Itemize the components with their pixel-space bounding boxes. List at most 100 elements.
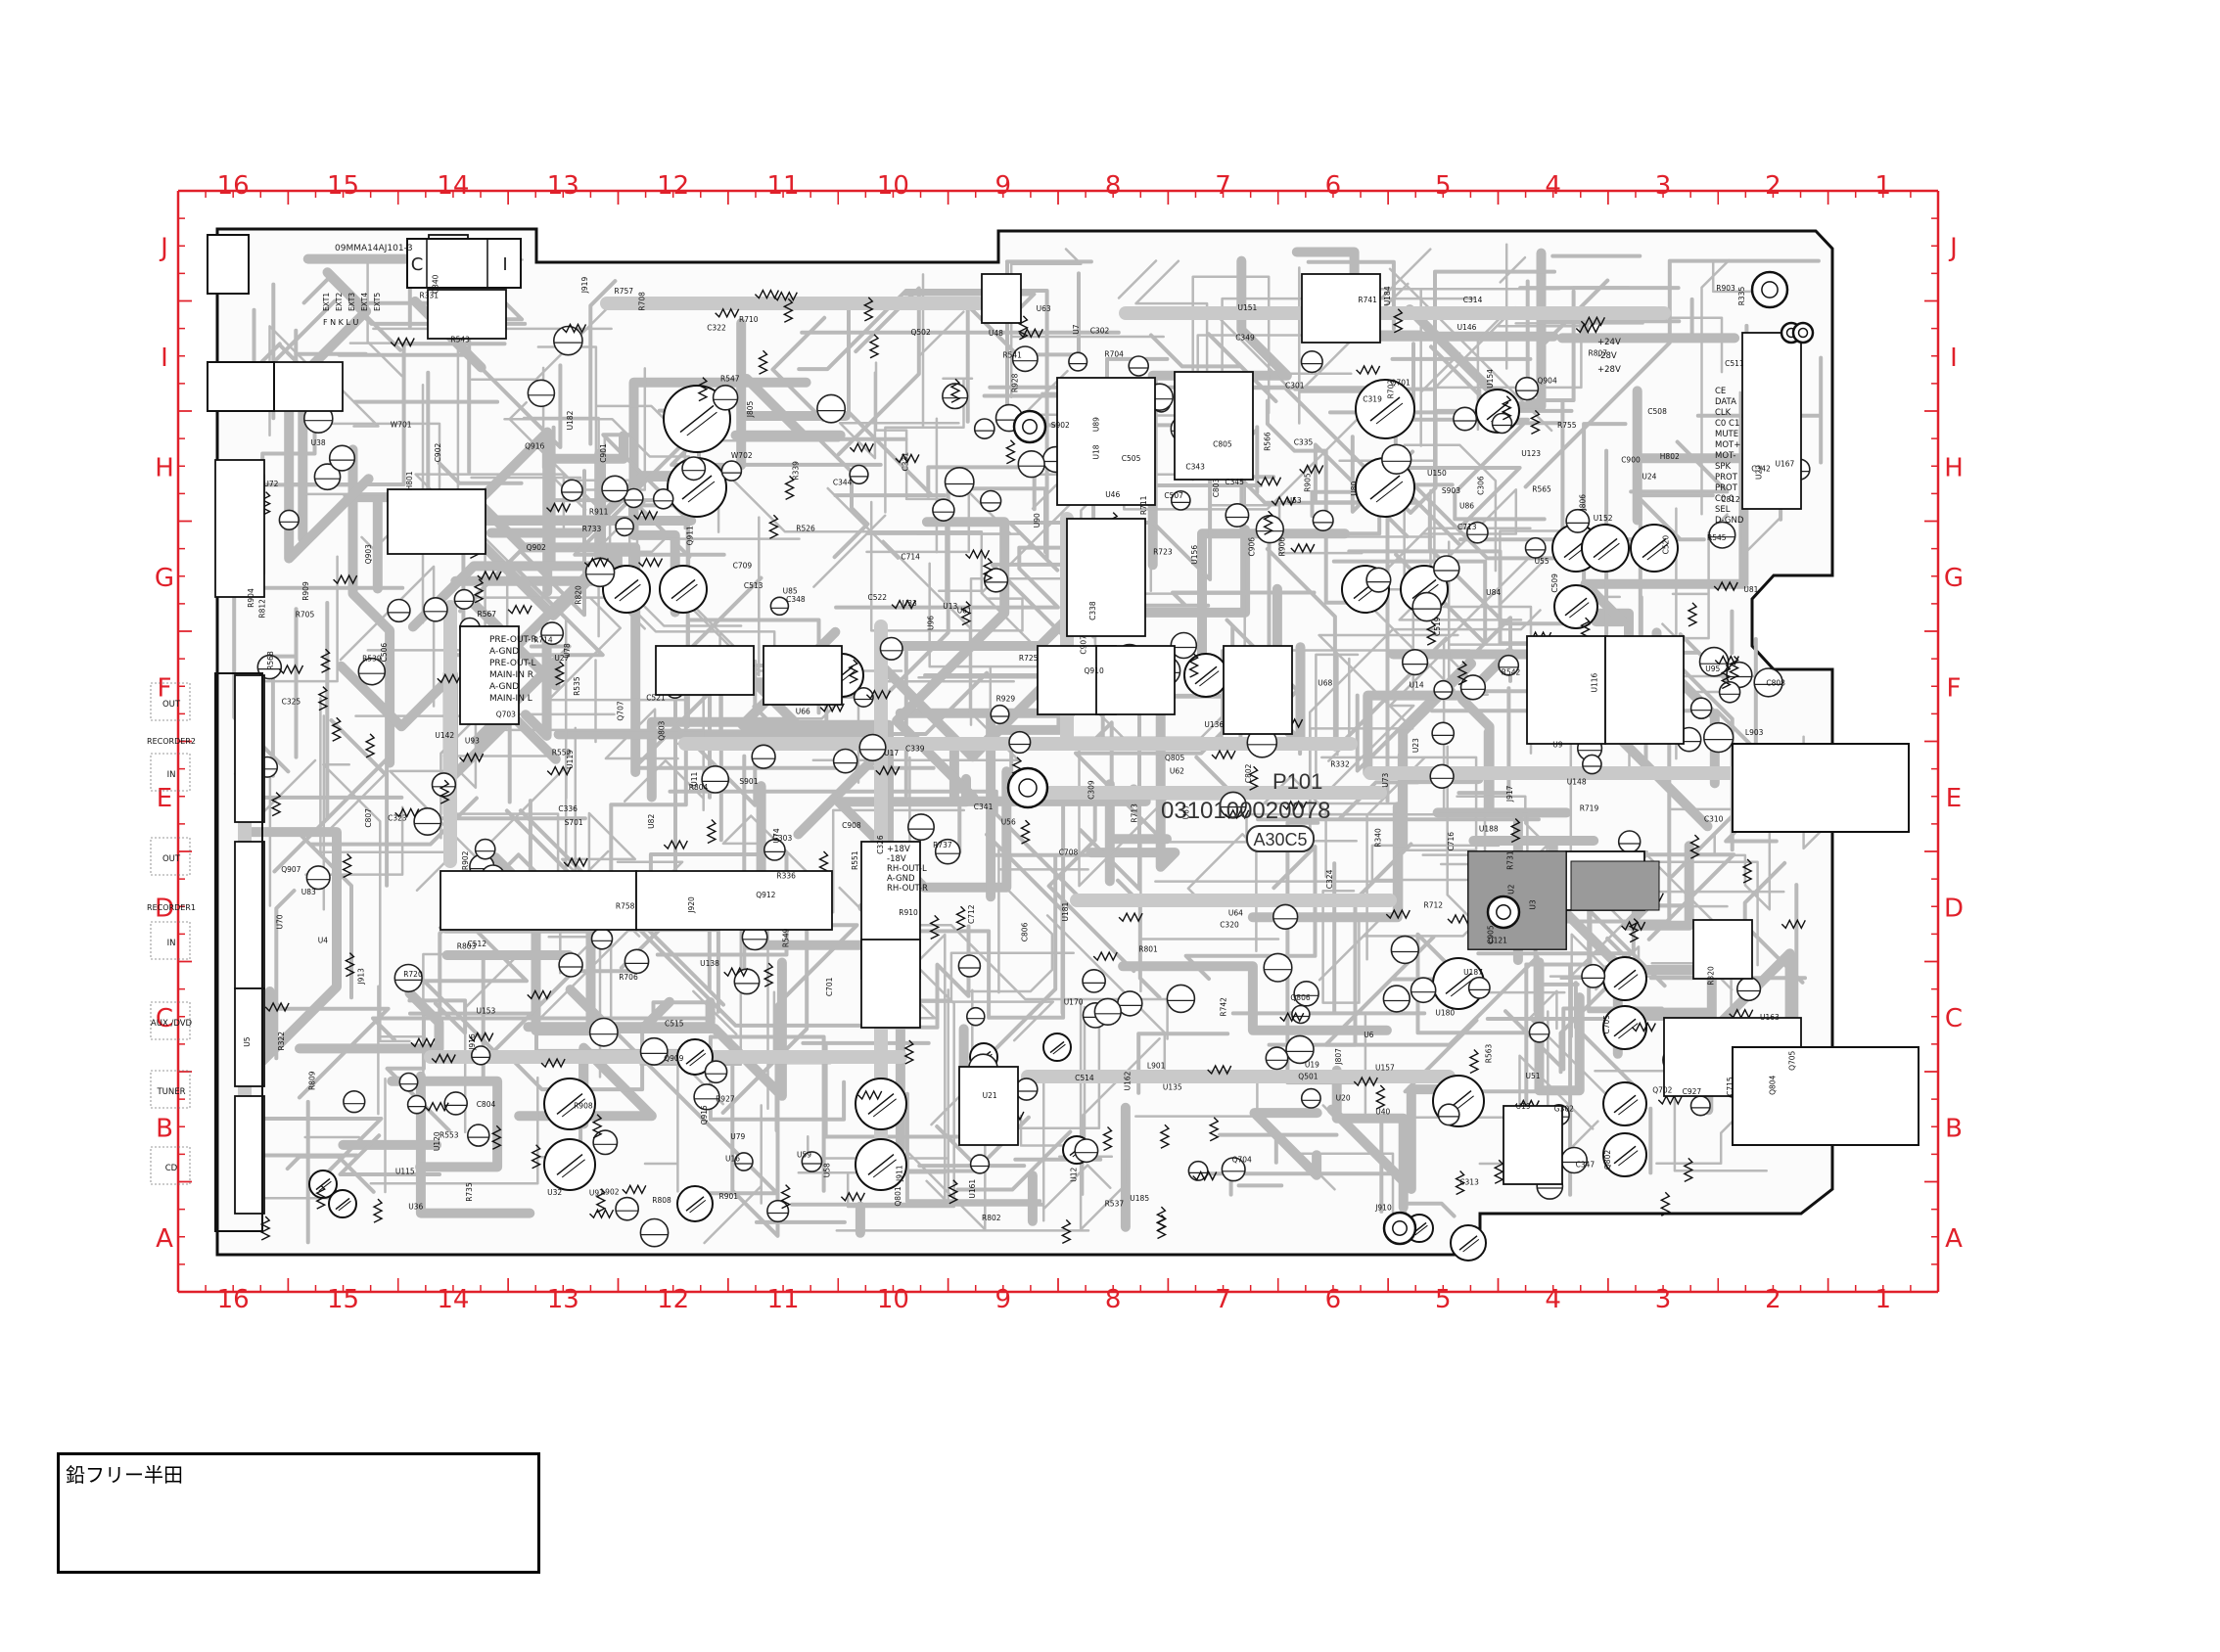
component-outline — [427, 289, 507, 340]
resistor — [868, 334, 880, 359]
capacitor-mark — [561, 1159, 585, 1178]
ext-label: EXT5 — [373, 293, 382, 311]
trace — [377, 985, 426, 1116]
round-connector — [1791, 321, 1815, 344]
ref-designator: R706 — [619, 973, 638, 982]
ref-designator: U19 — [1305, 1061, 1319, 1070]
grid-row-label-left: H — [155, 453, 174, 482]
ref-designator: Q701 — [1391, 379, 1411, 388]
small-component — [990, 704, 1010, 725]
trace — [576, 479, 743, 627]
small-component — [1263, 952, 1293, 983]
resistor — [1299, 463, 1324, 475]
ref-designator: U5 — [243, 1036, 252, 1046]
ref-designator: C902 — [434, 443, 442, 463]
trace — [686, 516, 761, 677]
ref-designator: U36 — [408, 1202, 423, 1211]
capacitor-mark — [689, 1200, 707, 1214]
small-component — [1708, 521, 1736, 549]
ref-designator: C519 — [1433, 617, 1442, 636]
small-component — [471, 1045, 491, 1066]
ref-designator: U135 — [1163, 1082, 1182, 1091]
ref-designator: C335 — [1294, 438, 1314, 447]
small-component — [979, 489, 1002, 513]
small-component — [413, 806, 442, 836]
lead-free-solder-note: 鉛フリー半田 — [57, 1452, 540, 1574]
round-connector — [1012, 409, 1047, 444]
rh-pin-label: RH-OUT-L — [887, 864, 927, 874]
ref-designator: U156 — [1190, 545, 1199, 565]
ref-designator: C901 — [599, 443, 608, 463]
ref-designator: U51 — [1526, 1072, 1541, 1080]
trace — [1213, 311, 1291, 390]
trace — [1434, 305, 1583, 390]
resistor — [757, 349, 769, 375]
ref-designator: R927 — [716, 1094, 735, 1103]
trace — [319, 697, 457, 893]
ref-designator: U7 — [1072, 324, 1081, 334]
ref-designator: C320 — [1220, 920, 1239, 929]
grid-row-label-left: D — [155, 894, 174, 923]
trace — [957, 735, 1014, 854]
trace — [623, 758, 706, 803]
small-component — [853, 686, 874, 708]
small-component — [423, 596, 448, 622]
ref-designator: C331 — [901, 452, 909, 472]
component-outline — [234, 1095, 265, 1215]
small-component — [763, 839, 786, 861]
ref-designator: U123 — [1521, 449, 1541, 458]
resistor — [1356, 364, 1381, 376]
power-pin-label: A-GND — [489, 647, 519, 657]
resistor — [1353, 1076, 1378, 1087]
capacitor-mark — [675, 583, 698, 602]
trace — [1079, 1000, 1127, 1231]
trace — [1197, 528, 1350, 687]
small-component — [1074, 1138, 1099, 1164]
ref-designator: U68 — [1318, 679, 1332, 688]
ref-designator: U180 — [1435, 1009, 1455, 1018]
connector-label-frame — [150, 1001, 191, 1040]
resistor — [891, 599, 916, 611]
ext-label: EXT4 — [360, 293, 369, 311]
component-outline — [1056, 377, 1156, 506]
small-component — [879, 636, 903, 661]
small-component — [1433, 555, 1460, 582]
component-outline — [387, 488, 486, 555]
ref-designator: W701 — [391, 421, 412, 430]
ref-designator: U95 — [1705, 665, 1720, 673]
trace — [1086, 709, 1180, 872]
ref-designator: R568 — [266, 651, 275, 670]
component-outline — [1095, 645, 1176, 715]
left-connector-label: CD — [165, 1164, 178, 1173]
trace — [880, 951, 1075, 1002]
small-component — [693, 1083, 720, 1111]
grid-col-label-top: 3 — [1655, 171, 1672, 201]
ref-designator: C708 — [1059, 848, 1079, 856]
resistor — [954, 905, 967, 931]
small-component — [1411, 591, 1442, 622]
small-component — [1689, 1095, 1711, 1117]
resistor — [591, 1114, 603, 1139]
capacitor-mark — [1414, 1224, 1428, 1236]
voltage-label: +24V — [1597, 338, 1621, 347]
ref-designator: U85 — [783, 586, 798, 595]
resistor — [1017, 315, 1029, 341]
ref-designator: R901 — [719, 1192, 739, 1201]
control-pin-label: C0 0 — [1715, 494, 1734, 504]
small-component — [712, 384, 739, 411]
ref-designator: U46 — [1105, 490, 1120, 499]
small-component — [305, 865, 331, 891]
grid-col-label-top: 4 — [1545, 171, 1561, 201]
capacitor-mark — [1052, 1043, 1066, 1055]
trace — [387, 1076, 503, 1172]
trace — [1183, 845, 1318, 982]
ref-designator: Q707 — [616, 701, 624, 720]
small-component — [751, 744, 776, 769]
ref-designator: U150 — [1427, 469, 1447, 478]
resistor — [315, 1184, 327, 1210]
small-component — [1429, 763, 1455, 789]
ref-designator: R820 — [574, 585, 582, 605]
ref-designator: C701 — [825, 977, 834, 996]
ref-designator: L902 — [601, 1188, 620, 1197]
ref-designator: C507 — [1164, 491, 1183, 500]
